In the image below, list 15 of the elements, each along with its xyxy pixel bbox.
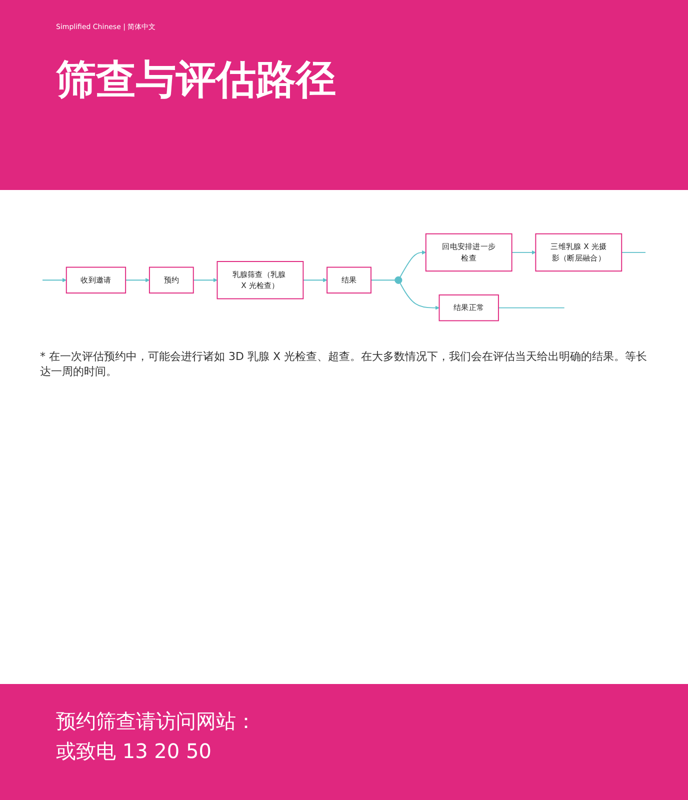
footnote: * 在一次评估预约中，可能会进行诸如 3D 乳腺 X 光检查、超查。在大多数情况下，我们会在评估当天给出明确的结果。等长达一周的时间。 bbox=[40, 348, 648, 379]
arrow bbox=[302, 278, 328, 282]
arrow bbox=[511, 250, 536, 255]
connector bbox=[498, 307, 565, 308]
title: 筛查与评估路径 bbox=[56, 56, 336, 105]
arrow bbox=[400, 250, 426, 278]
phone-text: 或致电 13 20 50 bbox=[56, 738, 212, 765]
arrow bbox=[125, 278, 150, 282]
contact-text: 预约筛查请访问网站： bbox=[56, 708, 256, 735]
connector bbox=[370, 280, 396, 281]
arrow bbox=[42, 278, 67, 282]
node-circle bbox=[394, 276, 402, 284]
connector bbox=[621, 252, 646, 253]
arrow bbox=[192, 278, 218, 282]
arrow bbox=[400, 282, 440, 310]
